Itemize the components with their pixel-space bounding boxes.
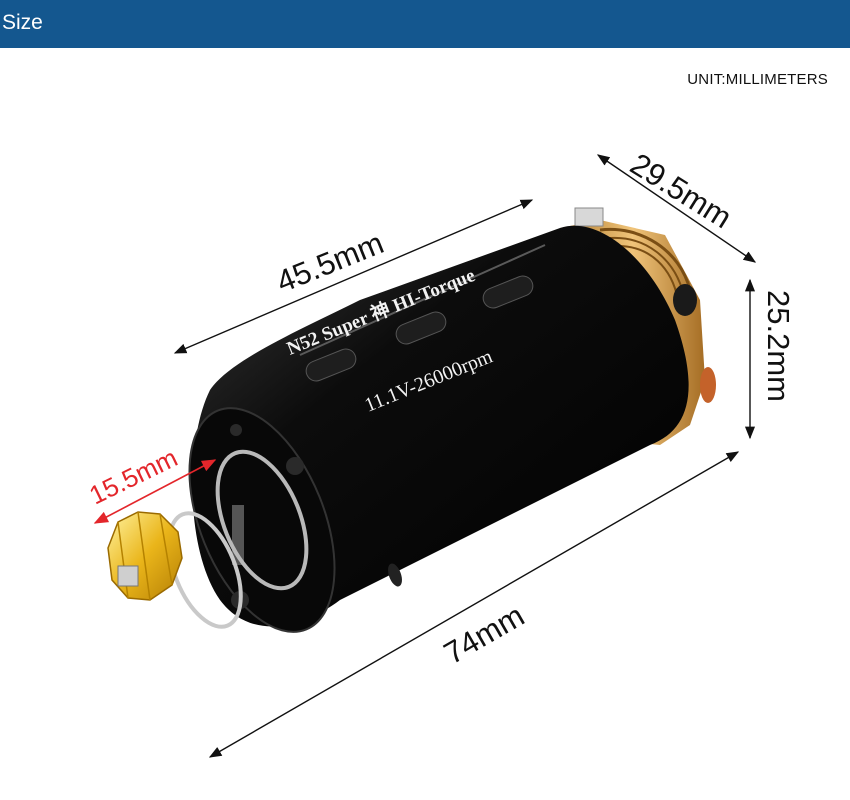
- dim-label-height-back: 25.2mm: [761, 290, 796, 402]
- gear-bore: [117, 565, 139, 587]
- vent-slot: [305, 348, 357, 382]
- dim-label-width-back: 29.5mm: [624, 146, 738, 235]
- rear-bushing: [673, 284, 697, 316]
- header-bar: Size: [0, 0, 850, 48]
- dim-line-width-back: [596, 154, 757, 263]
- pinion-gear: [107, 511, 183, 601]
- terminal-tab: [574, 207, 604, 227]
- dim-label-gear-diameter: 15.5mm: [84, 442, 182, 510]
- dim-label-total-length: 74mm: [438, 598, 530, 671]
- page-title: Size: [2, 11, 43, 34]
- dim-label-length-body: 45.5mm: [272, 225, 389, 299]
- dimension-lines: [93, 154, 757, 758]
- dim-line-length-body: [173, 199, 534, 354]
- dim-line-gear-diameter: [93, 459, 217, 524]
- unit-label: UNIT:MILLIMETERS: [687, 71, 828, 88]
- dim-line-total-length: [208, 451, 740, 758]
- rear-terminal: [700, 367, 716, 403]
